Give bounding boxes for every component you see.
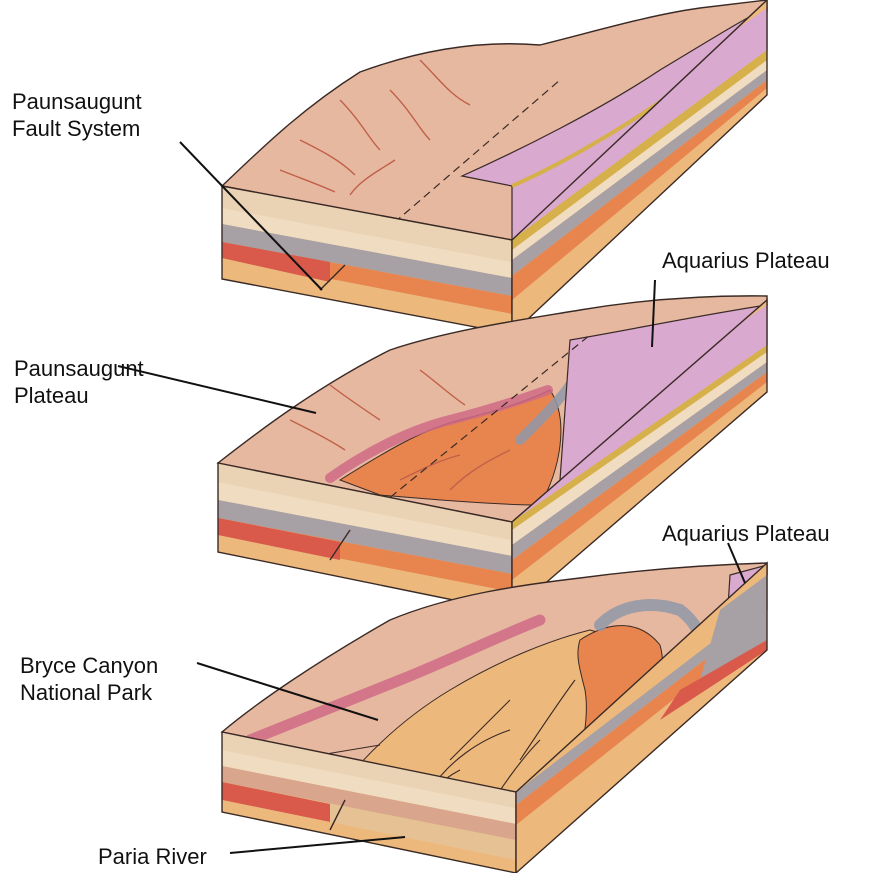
label-aquarius-plateau-low: Aquarius Plateau bbox=[662, 520, 830, 547]
label-paria-river: Paria River bbox=[98, 843, 207, 870]
label-aquarius-plateau-mid: Aquarius Plateau bbox=[662, 247, 830, 274]
label-paunsaugunt-plateau: Paunsaugunt Plateau bbox=[14, 355, 144, 409]
leader-paunsaugunt-plateau bbox=[118, 366, 316, 413]
label-fault-system: Paunsaugunt Fault System bbox=[12, 88, 142, 142]
block-low bbox=[210, 555, 775, 873]
label-bryce-canyon: Bryce Canyon National Park bbox=[20, 652, 158, 706]
